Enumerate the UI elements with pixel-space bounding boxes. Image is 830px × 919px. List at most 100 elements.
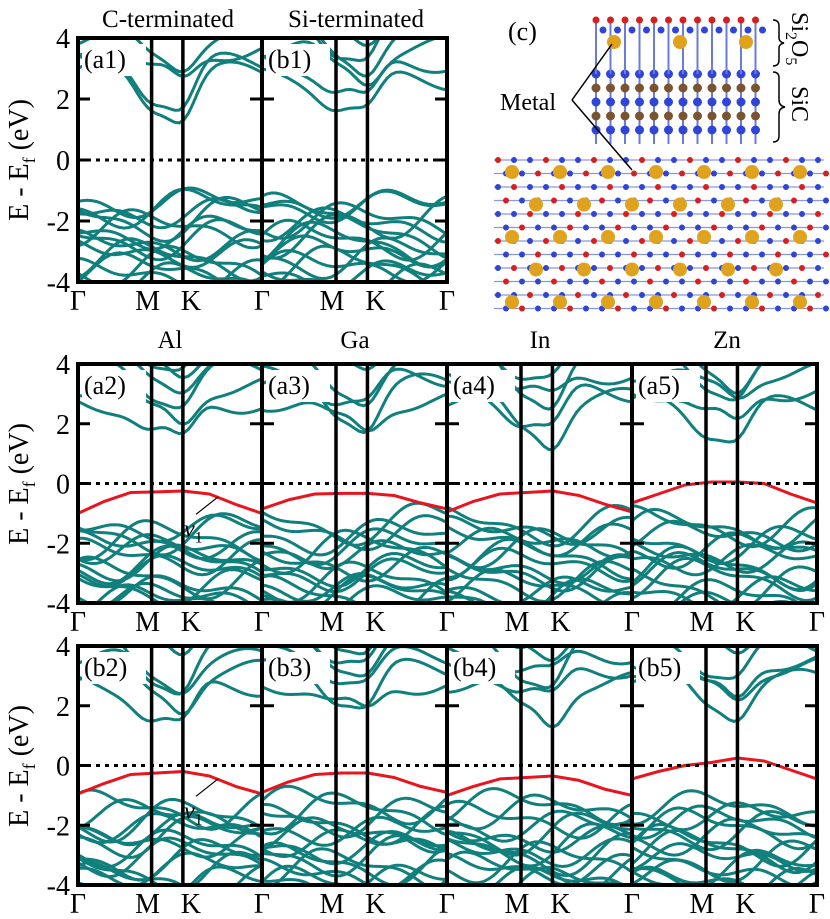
- crystal-structure-inset: (c) Metal Si2O5 SiC: [494, 12, 829, 318]
- atom: [535, 305, 541, 312]
- band-curve: [262, 38, 398, 78]
- atom: [591, 97, 601, 107]
- k-label: K: [550, 607, 570, 638]
- band-curve: [78, 861, 262, 885]
- v1-band: [262, 491, 447, 511]
- band-lines: [447, 646, 632, 885]
- atom: [775, 251, 781, 258]
- atom: [815, 265, 821, 271]
- y-tick-label: 4: [56, 24, 70, 55]
- band-curve: [447, 554, 632, 593]
- atom: [583, 278, 589, 285]
- atom: [687, 184, 693, 190]
- metal-label: Metal: [500, 90, 556, 116]
- atom: [759, 197, 765, 204]
- band-curve: [276, 244, 429, 282]
- atom: [823, 170, 829, 177]
- atom: [606, 111, 615, 121]
- atom: [559, 184, 565, 190]
- atom: [719, 292, 725, 298]
- atom: [639, 238, 645, 244]
- atom: [707, 125, 717, 135]
- atom: [767, 292, 773, 298]
- atom: [671, 211, 677, 217]
- atom: [723, 16, 730, 24]
- atom: [647, 224, 653, 231]
- atom: [737, 16, 745, 24]
- atom: [631, 251, 637, 258]
- atom: [664, 125, 673, 135]
- atom: [543, 238, 549, 244]
- atom: [623, 211, 629, 217]
- metal-atom: [649, 295, 663, 309]
- band-curve: [632, 789, 817, 827]
- atom: [727, 170, 733, 177]
- atom: [735, 238, 741, 244]
- metal-atom: [529, 262, 543, 277]
- atom: [751, 125, 760, 135]
- atom: [719, 238, 725, 244]
- atom: [615, 224, 621, 231]
- atom: [751, 83, 760, 93]
- k-label: Γ: [809, 607, 825, 638]
- metal-atom: [721, 197, 735, 212]
- atom: [583, 305, 589, 312]
- atom: [711, 224, 717, 231]
- atom: [567, 251, 573, 258]
- k-label: Γ: [254, 889, 270, 919]
- v1-pointer: [195, 496, 219, 515]
- atom: [606, 125, 615, 135]
- band-curve: [78, 218, 262, 262]
- band-curve: [78, 38, 223, 74]
- atom: [695, 251, 701, 258]
- band-curve: [262, 364, 399, 408]
- metal-atom: [673, 262, 687, 277]
- y-tick-label: 0: [56, 470, 70, 501]
- y-tick-label: 2: [56, 692, 70, 723]
- atom: [607, 265, 613, 271]
- atom: [599, 251, 605, 258]
- atom: [599, 278, 605, 285]
- atom: [751, 111, 760, 121]
- band-curve: [262, 259, 447, 282]
- metal-atom: [553, 230, 567, 244]
- band-curve: [107, 581, 253, 603]
- atom: [791, 197, 797, 204]
- atom: [607, 16, 614, 24]
- atom: [791, 278, 797, 285]
- y-axis-labels: E - Ef (eV)E - Ef (eV)E - Ef (eV): [4, 99, 39, 827]
- metal-atom: [793, 165, 807, 179]
- atom: [551, 224, 557, 231]
- atom: [703, 265, 709, 271]
- metal-atom: [721, 262, 735, 277]
- band-curve: [262, 249, 447, 282]
- atom: [591, 238, 597, 244]
- metal-pointer-top: [571, 99, 633, 171]
- metal-atom: [673, 35, 687, 49]
- atom: [703, 211, 709, 217]
- band-curve: [78, 865, 262, 885]
- atom: [695, 197, 701, 204]
- atom: [495, 211, 501, 217]
- atom: [664, 97, 673, 107]
- band-curve: [94, 583, 220, 603]
- k-label: K: [365, 607, 385, 638]
- atom: [767, 238, 773, 244]
- atom: [693, 83, 702, 93]
- atom: [783, 292, 789, 298]
- atom: [687, 211, 693, 217]
- atom: [623, 184, 629, 190]
- band-curve: [262, 201, 447, 240]
- atom: [623, 238, 629, 244]
- atom: [527, 184, 533, 190]
- atom: [592, 16, 600, 24]
- atom: [495, 265, 501, 271]
- y-tick-label: 4: [56, 350, 70, 381]
- k-label: M: [320, 889, 345, 919]
- atom: [631, 305, 637, 312]
- atom: [767, 184, 773, 190]
- band-curve: [632, 809, 817, 852]
- atom: [535, 278, 541, 285]
- band-curve: [262, 213, 447, 260]
